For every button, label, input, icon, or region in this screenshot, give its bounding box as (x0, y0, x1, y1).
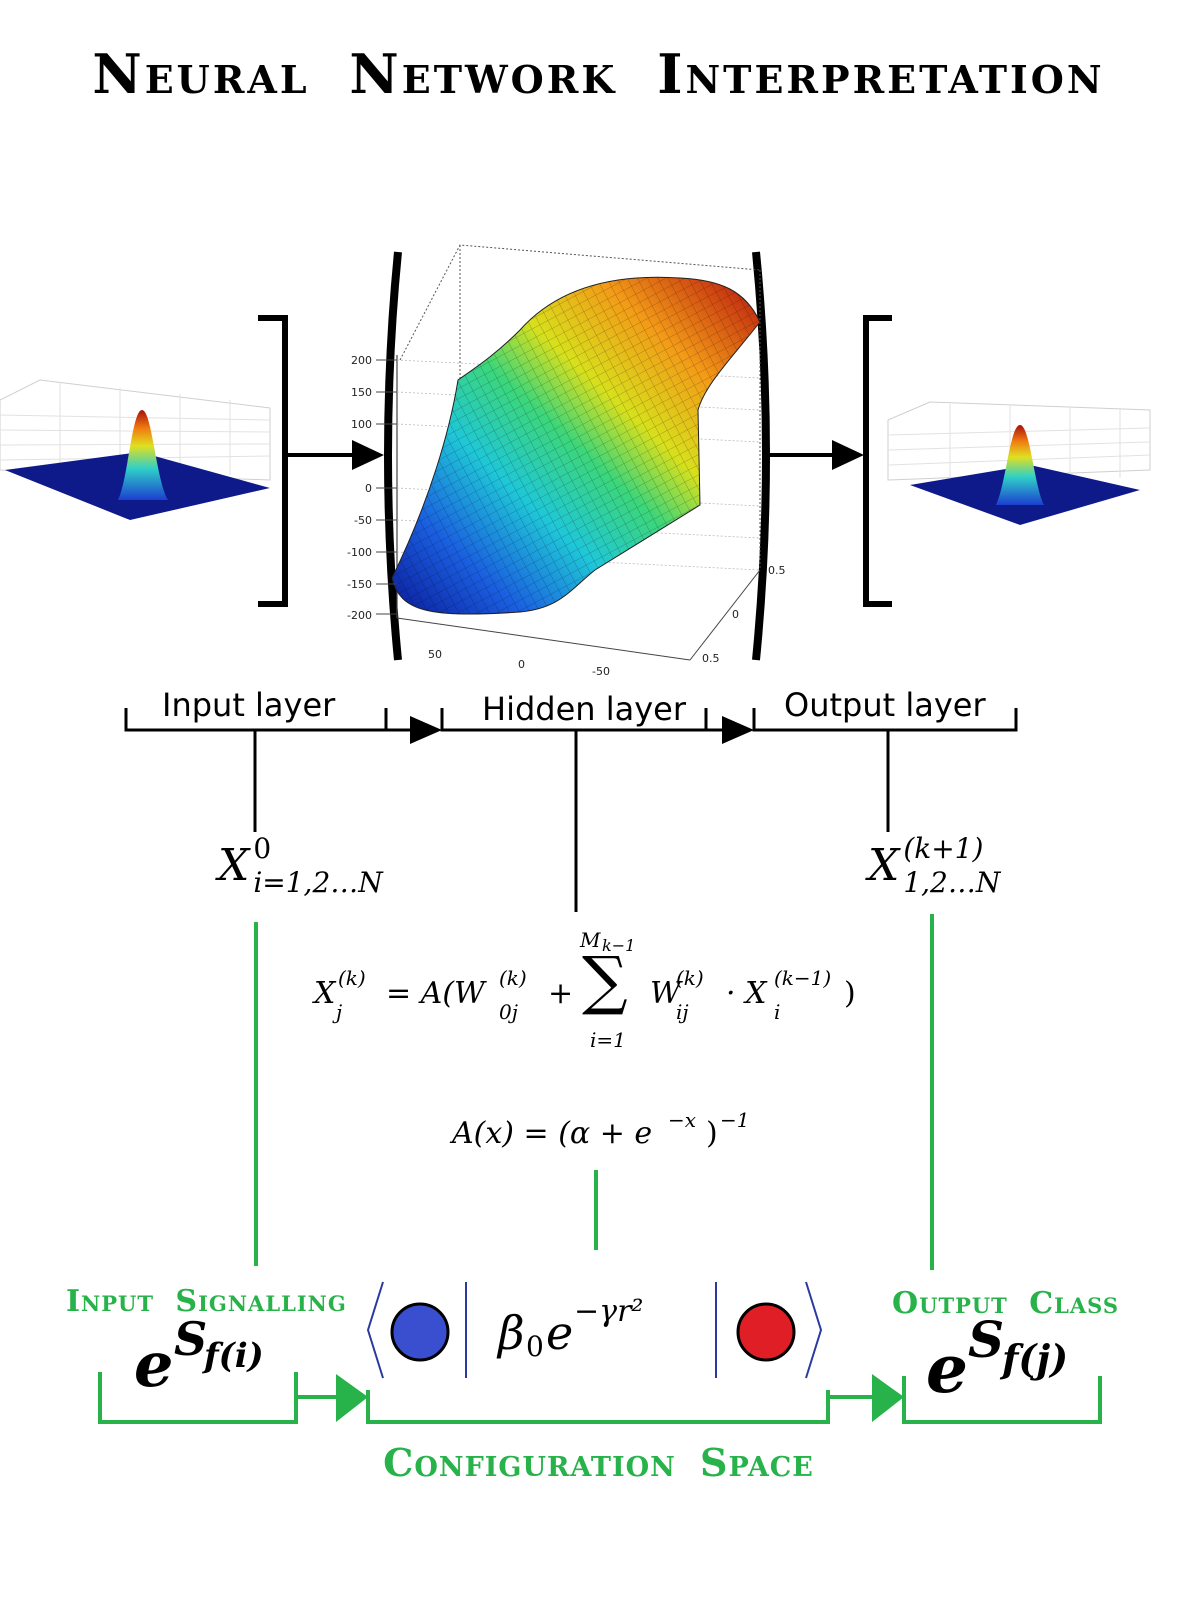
z-tick-label: -150 (347, 578, 372, 591)
output-variable: X (k+1) 1,2…N (868, 832, 1001, 899)
x-tick-label: 0 (518, 658, 525, 671)
input-layer-label: Input layer (162, 686, 336, 724)
y-tick-label: 0.5 (702, 652, 720, 665)
z-tick-label: 100 (351, 418, 372, 431)
y-tick-label: 0 (732, 608, 739, 621)
green-brackets (98, 1372, 1102, 1424)
arrow-icon (352, 440, 384, 470)
x-tick-label: -50 (592, 665, 610, 678)
z-tick-label: 0 (365, 482, 372, 495)
arrow-icon (872, 1374, 904, 1422)
y-tick-label: 0.5 (768, 564, 786, 577)
arrow-icon (832, 440, 864, 470)
arrow-icon (410, 716, 442, 744)
output-peak-plot (887, 401, 1151, 525)
hidden-surface-plot: 200 150 100 0 -50 -100 -150 -200 50 0 -5… (347, 244, 786, 678)
input-variable: X 0 i=1,2…N (218, 832, 383, 899)
arrow-icon (336, 1374, 368, 1422)
configuration-space-label: Configuration Space (383, 1440, 814, 1485)
layer-equation: X (k) j = A(W (k) 0j + M k−1 ∑ i=1 W (k)… (314, 928, 856, 1052)
input-bracket (258, 315, 288, 607)
bra-ket (366, 1281, 823, 1379)
activation-equation: A(x) = (α + e −x ) −1 (452, 1108, 750, 1151)
blue-state-dot (390, 1302, 450, 1362)
page-title: Neural Network Interpretation (92, 42, 1105, 106)
output-layer-label: Output layer (784, 686, 986, 724)
red-state-dot (736, 1302, 796, 1362)
output-exponent: e S f(j) (926, 1310, 1069, 1408)
z-tick-label: 200 (351, 354, 372, 367)
interaction-formula: β 0 e −γr² (498, 1294, 644, 1363)
z-tick-label: -200 (347, 609, 372, 622)
hidden-right-paren (752, 251, 770, 661)
input-signalling-label: Input Signalling (66, 1284, 347, 1319)
x-tick-label: 50 (428, 648, 442, 661)
input-exponent: e S f(i) (134, 1312, 264, 1401)
layer-brackets (124, 708, 1018, 732)
z-tick-label: 150 (351, 386, 372, 399)
z-tick-label: -50 (354, 514, 372, 527)
arrow-icon (722, 716, 754, 744)
z-tick-label: -100 (347, 546, 372, 559)
hidden-left-paren (384, 251, 402, 661)
output-class-label: Output Class (892, 1286, 1120, 1321)
input-peak-plot (0, 379, 271, 520)
hidden-layer-label: Hidden layer (482, 690, 686, 728)
output-bracket (863, 315, 892, 607)
